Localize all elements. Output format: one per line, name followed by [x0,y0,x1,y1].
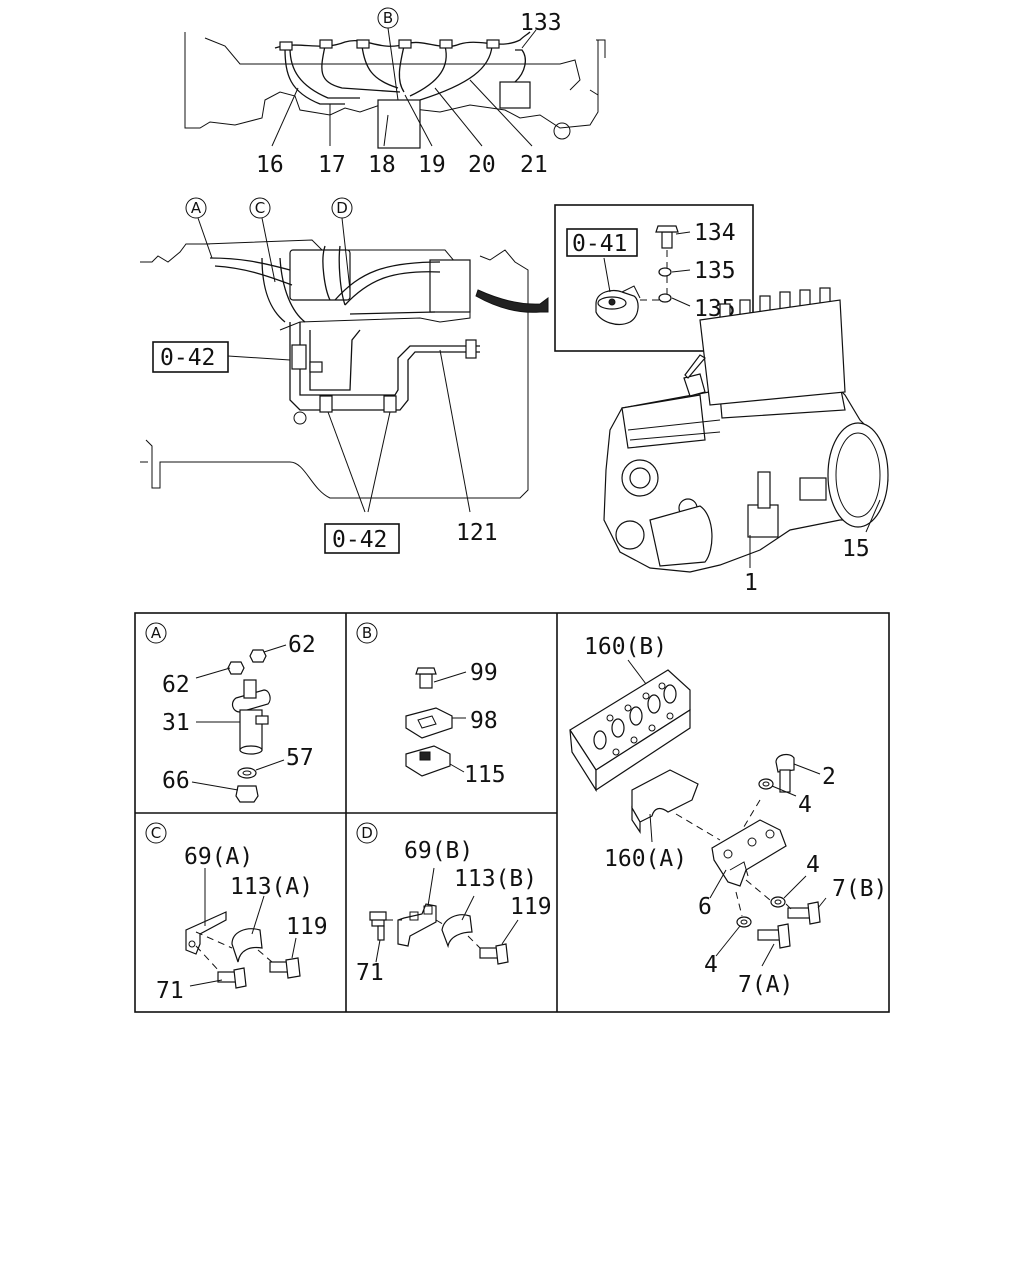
injector-nozzles-top [279,39,500,51]
label-21: 21 [520,152,548,178]
label-134: 134 [694,220,736,246]
label-d-113b: 113(B) [454,866,537,892]
label-b-115: 115 [464,762,506,788]
marker-a-side [185,197,207,219]
ref-041: 0-41 [572,231,627,257]
label-e-4-mid: 4 [806,852,820,878]
label-121: 121 [456,520,498,546]
label-20: 20 [468,152,496,178]
panel-a-parts [191,644,287,803]
ref-042-upper: 0-42 [160,345,215,371]
injection-pump-illustration [603,287,889,573]
label-e-7b: 7(B) [832,876,887,902]
label-c-113a: 113(A) [230,874,313,900]
panel-b-parts [405,667,467,777]
ref-box-041 [566,228,638,257]
label-b-98: 98 [470,708,498,734]
label-e-6: 6 [698,894,712,920]
marker-b-top [377,7,399,29]
label-19: 19 [418,152,446,178]
marker-d-side [331,197,353,219]
label-e-2: 2 [822,764,836,790]
label-c-71: 71 [156,978,184,1004]
top-engine-view [184,27,606,149]
marker-c-side [249,197,271,219]
label-135-upper: 135 [694,258,736,284]
label-c-119: 119 [286,914,328,940]
ref-042-lower: 0-42 [332,527,387,553]
label-a-57: 57 [286,745,314,771]
marker-d-panel-text: D [361,824,373,842]
ref-box-042-lower [324,523,400,554]
ref-box-042-upper [152,341,229,373]
marker-b-panel [356,622,378,644]
marker-a-panel-text: A [151,624,162,642]
label-a-62-left: 62 [162,672,190,698]
label-e-4-top: 4 [798,792,812,818]
inset-041-parts [595,225,691,325]
label-a-31: 31 [162,710,190,736]
panel-d-parts [369,867,519,965]
label-e-160a: 160(A) [604,846,687,872]
label-e-7a: 7(A) [738,972,793,998]
side-engine-view [140,217,549,513]
label-16: 16 [256,152,284,178]
inset-041-frame [554,204,754,352]
marker-d-panel [356,822,378,844]
marker-c-side-text: C [255,199,265,217]
panel-e-parts [569,659,827,967]
marker-d-side-text: D [336,199,348,217]
label-18: 18 [368,152,396,178]
delivery-valves [719,287,831,327]
label-15: 15 [842,536,870,562]
label-e-4-low: 4 [704,952,718,978]
marker-a-panel [145,622,167,644]
label-a-62-right: 62 [288,632,316,658]
label-c-69a: 69(A) [184,844,253,870]
marker-b-top-text: B [383,9,393,27]
label-d-69b: 69(B) [404,838,473,864]
label-d-119: 119 [510,894,552,920]
marker-c-panel-text: C [151,824,161,842]
label-1: 1 [744,570,758,596]
label-e-160b: 160(B) [584,634,667,660]
marker-c-panel [145,822,167,844]
detail-grid [134,612,890,1013]
cover-cutouts [593,682,677,756]
label-a-66: 66 [162,768,190,794]
label-d-71: 71 [356,960,384,986]
marker-a-side-text: A [191,199,202,217]
label-17: 17 [318,152,346,178]
label-133: 133 [520,10,562,36]
marker-b-panel-text: B [362,624,372,642]
label-b-99: 99 [470,660,498,686]
panel-c-parts [185,868,301,989]
